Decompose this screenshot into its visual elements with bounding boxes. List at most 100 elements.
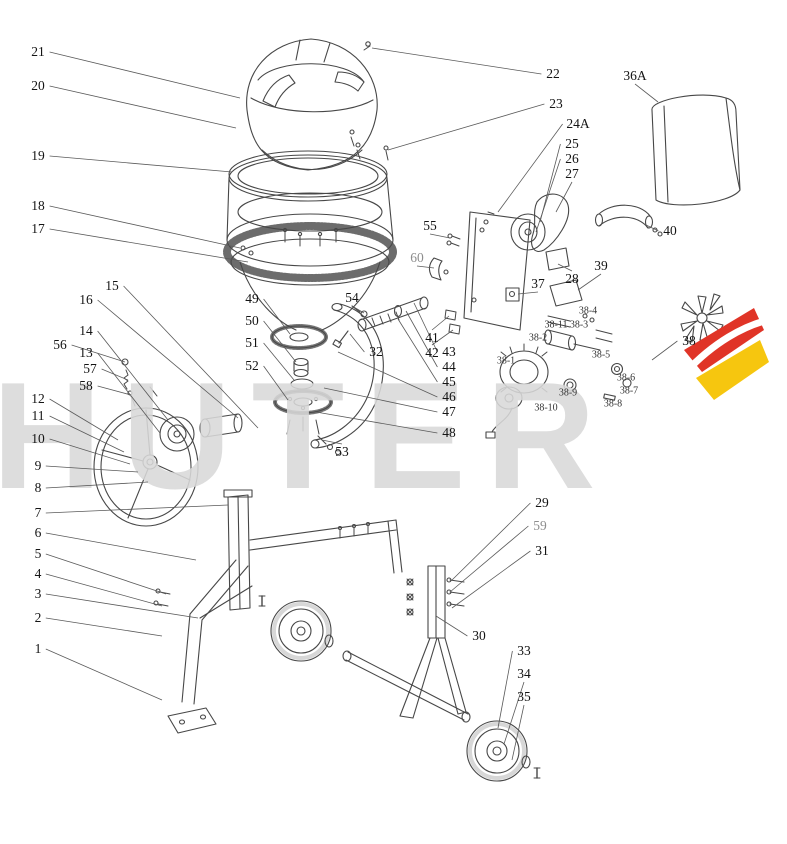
callout-38-10: 38-10 bbox=[534, 402, 558, 414]
leader-line-1 bbox=[45, 648, 163, 701]
leader-line-35 bbox=[511, 704, 525, 761]
leader-line-5 bbox=[45, 553, 167, 595]
callout-39: 39 bbox=[594, 258, 608, 273]
callout-44: 44 bbox=[442, 359, 456, 374]
leader-line-49 bbox=[263, 298, 291, 335]
callout-31: 31 bbox=[535, 543, 549, 558]
callout-47: 47 bbox=[442, 404, 456, 419]
callout-51: 51 bbox=[245, 335, 259, 350]
leader-line-44 bbox=[405, 310, 438, 368]
callout-38-6: 38-6 bbox=[616, 372, 636, 384]
leader-line-26 bbox=[535, 158, 561, 233]
callout-45: 45 bbox=[442, 374, 456, 389]
leader-line-12 bbox=[49, 398, 119, 441]
leader-line-59 bbox=[449, 525, 529, 593]
leader-line-18 bbox=[49, 205, 241, 249]
callout-14: 14 bbox=[79, 323, 93, 338]
leader-line-21 bbox=[49, 51, 241, 99]
wheel-hub bbox=[145, 386, 243, 452]
callout-12: 12 bbox=[31, 391, 45, 406]
callout-37: 37 bbox=[531, 276, 545, 291]
leader-line-36A bbox=[634, 83, 659, 103]
leader-line-27 bbox=[555, 181, 573, 213]
callout-8: 8 bbox=[34, 480, 42, 495]
callout-60: 60 bbox=[410, 250, 424, 265]
callout-38-7: 38-7 bbox=[619, 385, 639, 397]
callout-38-4: 38-4 bbox=[578, 305, 598, 317]
leader-line-55 bbox=[429, 233, 451, 239]
leader-line-31 bbox=[451, 550, 531, 609]
leader-line-29 bbox=[451, 502, 531, 581]
callout-2: 2 bbox=[34, 610, 42, 625]
callout-30: 30 bbox=[472, 628, 486, 643]
leader-line-7 bbox=[45, 504, 229, 514]
callout-5: 5 bbox=[34, 546, 42, 561]
callout-21: 21 bbox=[31, 44, 45, 59]
callout-50: 50 bbox=[245, 313, 259, 328]
logo-yellow-shape bbox=[696, 340, 769, 400]
callout-23: 23 bbox=[549, 96, 563, 111]
callout-42: 42 bbox=[425, 345, 439, 360]
callout-38: 38 bbox=[682, 333, 696, 348]
callout-17: 17 bbox=[31, 221, 45, 236]
callout-34: 34 bbox=[517, 666, 531, 681]
callout-49: 49 bbox=[245, 291, 259, 306]
callout-56: 56 bbox=[53, 337, 67, 352]
callout-55: 55 bbox=[423, 218, 437, 233]
leader-line-42 bbox=[431, 329, 454, 346]
leader-line-30 bbox=[435, 615, 468, 637]
callout-38-9: 38-9 bbox=[558, 387, 578, 399]
logo-swoosh bbox=[683, 316, 769, 375]
leader-line-16 bbox=[97, 299, 239, 419]
leader-line-6 bbox=[45, 532, 197, 561]
leader-line-46 bbox=[337, 351, 438, 398]
handle bbox=[594, 204, 663, 237]
leader-line-13 bbox=[97, 352, 161, 434]
drum-top bbox=[246, 38, 389, 171]
motor-cover bbox=[651, 94, 741, 206]
leader-line-2 bbox=[45, 617, 163, 637]
callout-52: 52 bbox=[245, 358, 259, 373]
leader-line-58 bbox=[97, 385, 132, 396]
support-arm bbox=[310, 302, 384, 449]
leader-line-45 bbox=[397, 318, 438, 383]
callout-32: 32 bbox=[369, 344, 383, 359]
callout-9: 9 bbox=[34, 458, 42, 473]
callout-38-3: 38-3 bbox=[569, 319, 589, 331]
callout-13: 13 bbox=[79, 345, 93, 360]
callout-38-5: 38-5 bbox=[591, 349, 611, 361]
callout-58: 58 bbox=[79, 378, 93, 393]
callout-3: 3 bbox=[34, 586, 42, 601]
belt-drive bbox=[428, 193, 583, 335]
callout-38-11: 38-11 bbox=[544, 319, 568, 331]
callout-28: 28 bbox=[565, 271, 579, 286]
leader-line-60 bbox=[416, 265, 435, 269]
stand-frame bbox=[153, 489, 403, 734]
leader-line-11 bbox=[49, 415, 125, 453]
brand-watermark: HUTER bbox=[0, 351, 616, 521]
brand-logo bbox=[683, 308, 769, 400]
leader-line-9 bbox=[45, 465, 139, 473]
callout-40: 40 bbox=[663, 223, 677, 238]
leader-line-14 bbox=[97, 330, 169, 421]
leader-line-17 bbox=[49, 228, 249, 263]
callout-22: 22 bbox=[546, 66, 560, 81]
callout-16: 16 bbox=[79, 292, 93, 307]
leader-line-10 bbox=[49, 438, 131, 465]
callout-46: 46 bbox=[442, 389, 456, 404]
leader-line-40 bbox=[643, 223, 659, 232]
leader-line-48 bbox=[315, 411, 438, 434]
shaft-assembly bbox=[332, 296, 429, 349]
callout-48: 48 bbox=[442, 425, 456, 440]
callout-7: 7 bbox=[34, 505, 42, 520]
leader-line-28 bbox=[557, 263, 573, 272]
leader-line-52 bbox=[263, 365, 289, 401]
callout-25: 25 bbox=[565, 136, 579, 151]
callout-38-2: 38-2 bbox=[528, 332, 548, 344]
callout-53: 53 bbox=[335, 444, 349, 459]
leader-line-57 bbox=[101, 368, 129, 381]
callout-11: 11 bbox=[31, 408, 45, 423]
leader-line-56 bbox=[71, 344, 126, 363]
